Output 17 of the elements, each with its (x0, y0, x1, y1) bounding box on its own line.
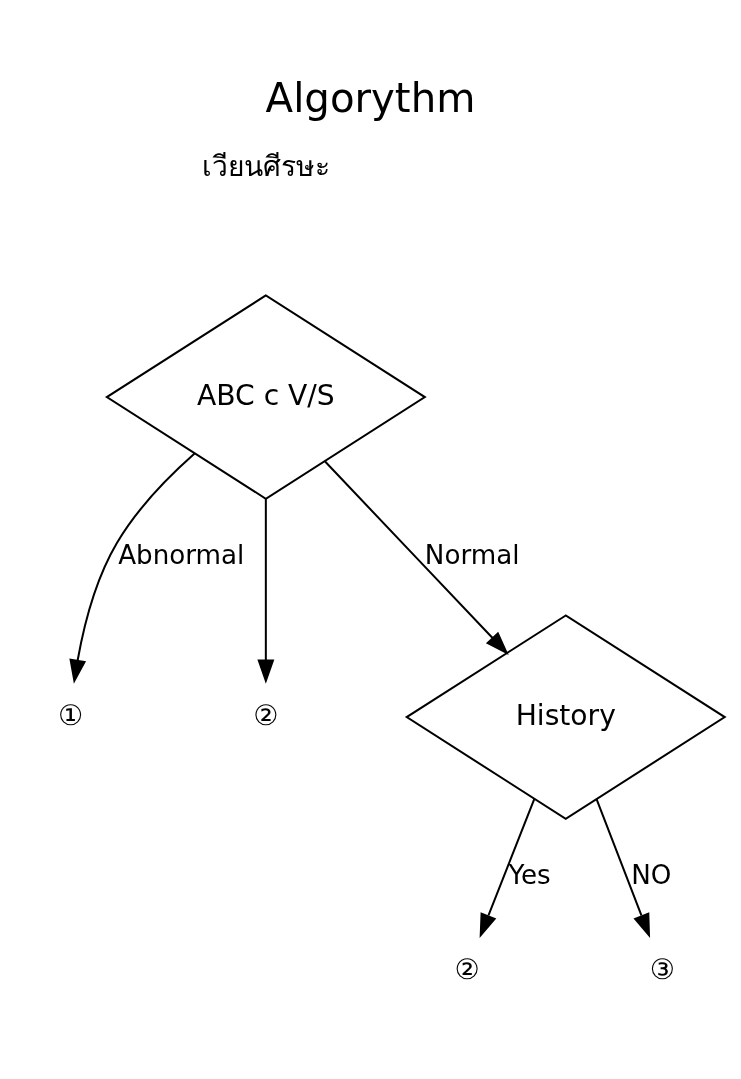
node-text: ① (57, 698, 84, 732)
node-text: ③ (649, 952, 675, 986)
arrow (324, 460, 509, 655)
edge-label: Normal (424, 539, 520, 570)
diagram-title: Algorythm (265, 74, 476, 121)
edge-label: Yes (508, 859, 551, 890)
node-text: ② (454, 952, 480, 986)
edge-label: Abnormal (118, 539, 245, 570)
arrow (479, 798, 536, 938)
node-diamond: ABC c V/S (104, 293, 427, 500)
edge-label: NO (631, 859, 672, 890)
label: เวียนศีรษะ (201, 149, 330, 183)
node-diamond: History (404, 613, 727, 820)
arrow (257, 498, 275, 684)
arrow (69, 452, 196, 684)
node-text: ② (253, 698, 279, 732)
arrow (595, 798, 651, 938)
